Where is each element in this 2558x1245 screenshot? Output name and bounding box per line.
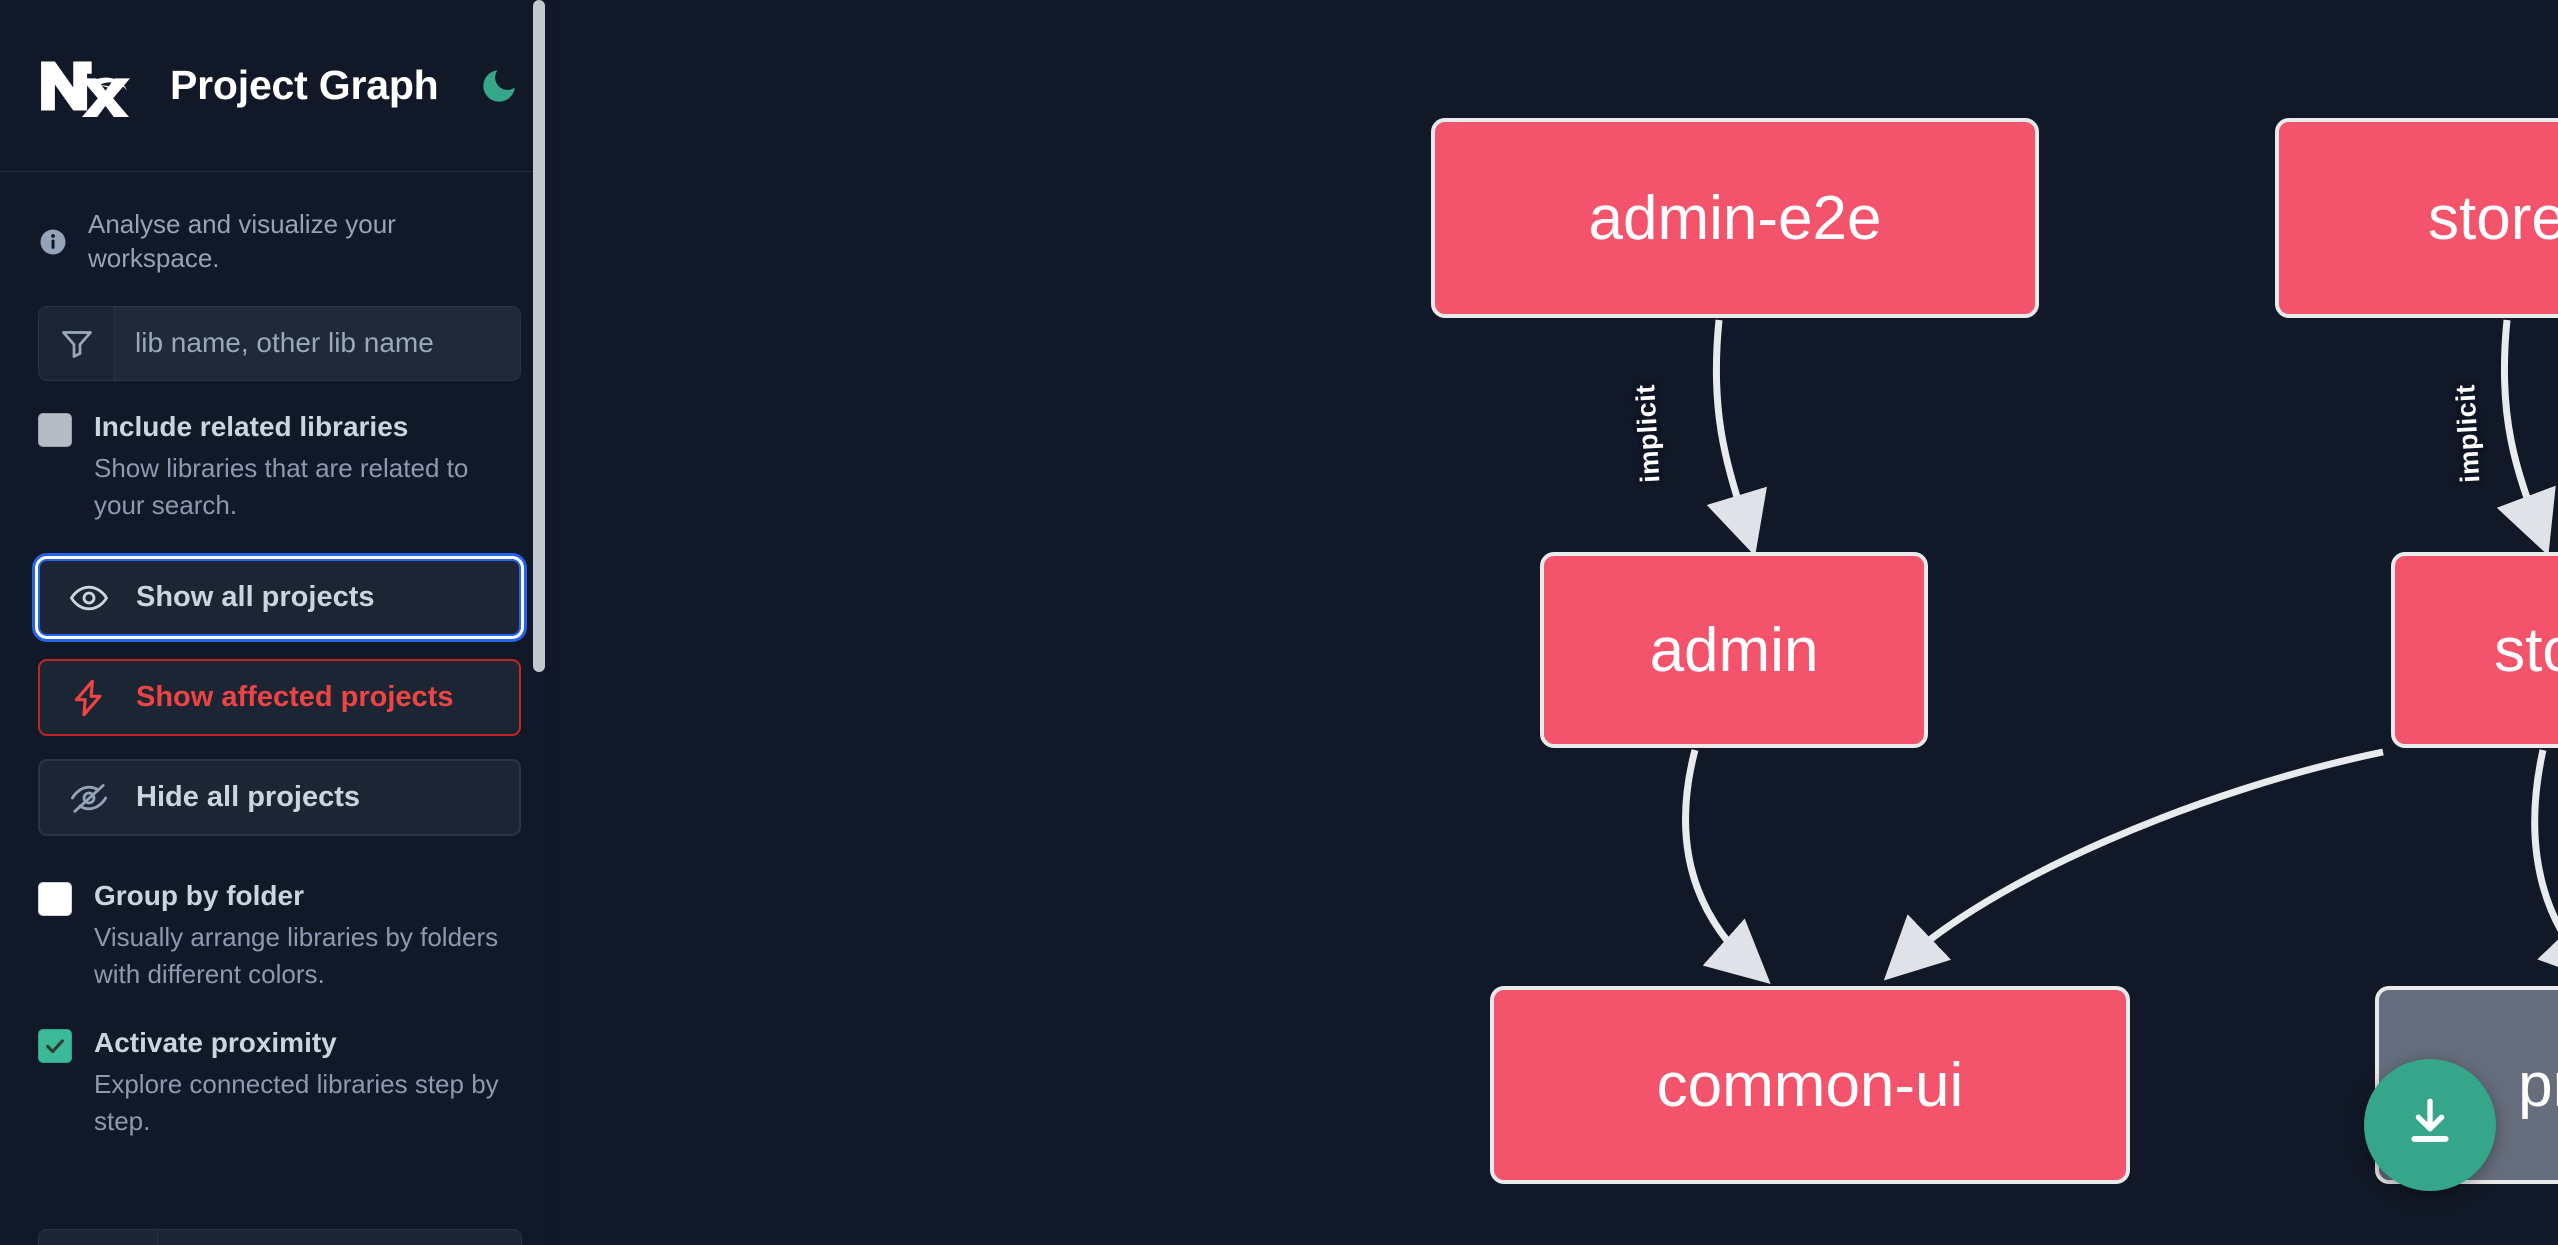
graph-node-admin-e2e[interactable]: admin-e2e [1431, 118, 2039, 318]
checkbox-activate-proximity[interactable]: Activate proximity Explore connected lib… [0, 993, 559, 1140]
search-box[interactable] [38, 305, 521, 381]
info-icon [38, 227, 68, 257]
button-label: Show affected projects [136, 681, 454, 714]
moon-icon[interactable] [477, 63, 521, 109]
graph-canvas[interactable]: admin-e2e store-e2e admin store common-u… [559, 0, 2558, 1245]
filter-row [0, 305, 559, 381]
checkbox-description: Show libraries that are related to your … [94, 452, 469, 520]
checkbox-box[interactable] [38, 412, 72, 447]
graph-node-admin[interactable]: admin [1540, 552, 1928, 748]
page-title: Project Graph [170, 62, 439, 108]
sidebar-header: Project Graph [0, 0, 559, 172]
sidebar-note: Analyse and visualize your workspace. [0, 172, 559, 306]
checkbox-include-related-libraries[interactable]: Include related libraries Show libraries… [0, 381, 559, 524]
button-label: Show all projects [136, 581, 375, 614]
show-affected-projects-button[interactable]: Show affected projects [38, 659, 521, 737]
eye-off-icon [68, 777, 110, 819]
sidebar-edge [545, 0, 559, 1245]
graph-node-store-e2e[interactable]: store-e2e [2275, 118, 2558, 318]
sidebar-scrollbar[interactable] [533, 0, 545, 672]
checkbox-label: Group by folder [94, 880, 304, 912]
filter-icon [39, 306, 115, 380]
check-icon [46, 1039, 64, 1054]
checkbox-description: Explore connected libraries step by step… [94, 1069, 499, 1137]
sidebar: Project Graph Analyse and visualize your… [0, 0, 559, 1245]
eye-icon [68, 577, 110, 619]
checkbox-label: Activate proximity [94, 1027, 337, 1059]
checkbox-box[interactable] [38, 882, 72, 917]
checkbox-label: Include related libraries [94, 410, 409, 442]
nx-logo [38, 55, 130, 118]
download-graph-button[interactable] [2364, 1059, 2496, 1191]
checkbox-description: Visually arrange libraries by folders wi… [94, 922, 499, 990]
hide-all-projects-button[interactable]: Hide all projects [38, 759, 521, 837]
sidebar-note-text: Analyse and visualize your workspace. [88, 209, 396, 273]
search-input[interactable] [115, 306, 520, 380]
checkbox-box[interactable] [38, 1029, 72, 1064]
show-all-projects-button[interactable]: Show all projects [38, 559, 521, 637]
button-label: Hide all projects [136, 781, 361, 814]
action-button-group: Show all projects Show affected projects [0, 523, 559, 837]
checkbox-group-by-folder[interactable]: Group by folder Visually arrange librari… [0, 836, 559, 993]
download-icon [2401, 1094, 2459, 1157]
lightning-icon [68, 677, 110, 719]
graph-node-store[interactable]: store [2391, 552, 2558, 748]
sidebar-partial-control[interactable] [38, 1229, 522, 1245]
graph-edges [1682, 319, 2558, 984]
graph-node-common-ui[interactable]: common-ui [1490, 986, 2130, 1184]
